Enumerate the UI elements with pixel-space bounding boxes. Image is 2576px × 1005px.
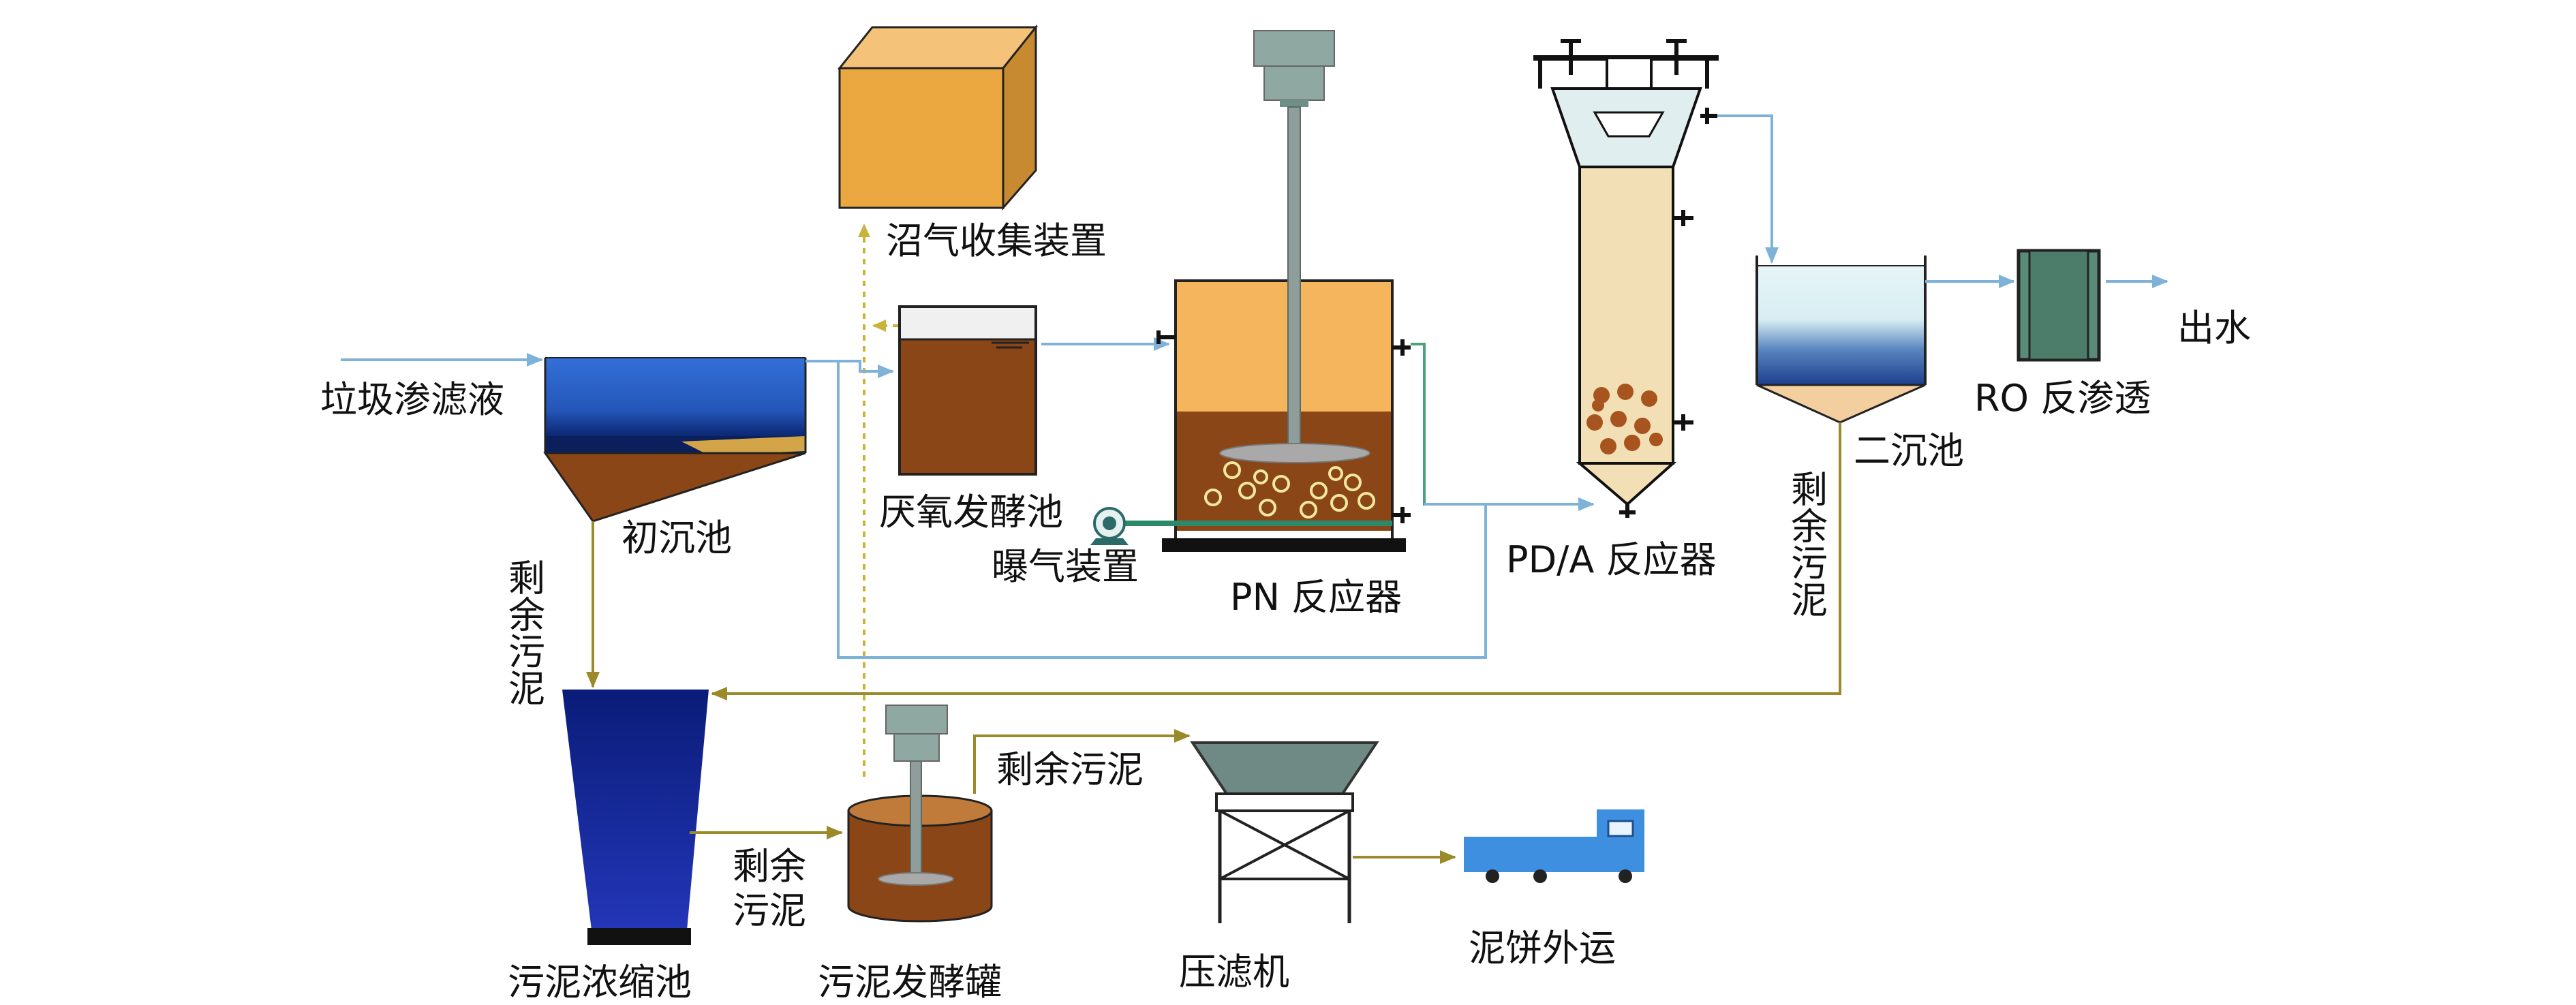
truck-icon	[1464, 809, 1644, 883]
pda-reactor-label: PD/A 反应器	[1506, 538, 1716, 581]
primary-to-anaerobic-line	[806, 360, 1487, 659]
sludge-fermenter	[847, 705, 993, 923]
effluent-label: 出水	[2177, 307, 2251, 350]
sludge-thickener-label: 污泥浓缩池	[508, 961, 692, 1004]
excess-sludge-2-label: 剩余污泥	[1785, 470, 1828, 617]
biogas-line	[858, 223, 898, 777]
sludge-cake-label: 泥饼外运	[1469, 927, 1616, 970]
primary-clarifier	[543, 357, 807, 523]
svg-text:剩余污泥: 剩余污泥	[1785, 470, 1828, 617]
svg-text:剩余污泥: 剩余污泥	[502, 559, 545, 706]
secondary-sludge-return-line	[711, 422, 1841, 700]
ro-label: RO 反渗透	[1974, 377, 2151, 420]
primary-clarifier-label: 初沉池	[622, 516, 732, 559]
pn-to-pda-line	[1411, 343, 1595, 511]
excess-sludge-1-label: 剩余污泥	[502, 559, 545, 706]
excess-sludge-3-line2: 污泥	[733, 889, 806, 932]
excess-sludge-4-label: 剩余污泥	[996, 748, 1144, 791]
secondary-clarifier-label: 二沉池	[1854, 429, 1964, 472]
leachate-label: 垃圾渗滤液	[320, 378, 504, 421]
biogas-collector	[837, 24, 1039, 211]
sludge-thickener	[562, 690, 709, 945]
sludge-fermenter-label: 污泥发酵罐	[818, 961, 1002, 1004]
pda-reactor	[1533, 39, 1719, 518]
aeration-pump	[1090, 507, 1129, 545]
anaerobic-tank-label: 厌氧发酵池	[879, 491, 1063, 534]
filter-press-label: 压滤机	[1179, 950, 1289, 993]
pn-reactor	[1114, 30, 1411, 552]
secondary-clarifier	[1755, 256, 1927, 424]
anaerobic-tank	[898, 305, 1037, 476]
fermenter-to-press-line	[973, 729, 1191, 794]
excess-sludge-3-line1: 剩余	[733, 845, 806, 888]
biogas-collector-label: 沼气收集装置	[886, 219, 1107, 262]
ro-unit	[2017, 249, 2101, 362]
filter-press	[1190, 741, 1379, 923]
aeration-device-label: 曝气装置	[992, 545, 1139, 588]
pn-reactor-label: PN 反应器	[1230, 576, 1402, 619]
pda-to-secondary-line	[1717, 114, 1779, 264]
